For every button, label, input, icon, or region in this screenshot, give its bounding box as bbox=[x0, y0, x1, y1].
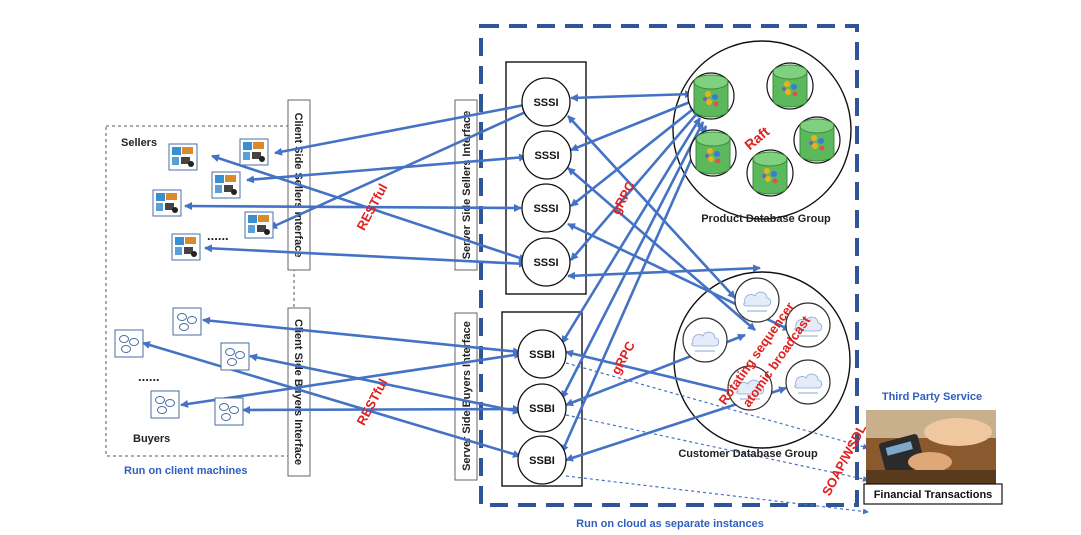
customer-db-node bbox=[682, 317, 728, 363]
buyer-icon bbox=[150, 390, 180, 419]
svg-text:SSBI: SSBI bbox=[529, 349, 555, 361]
product-db-node bbox=[766, 62, 814, 110]
sellers-ellipsis: ...... bbox=[207, 228, 229, 243]
buyer-icon bbox=[220, 342, 250, 371]
seller-icon bbox=[171, 233, 201, 261]
product-db-node bbox=[689, 129, 737, 177]
product-db-node bbox=[793, 116, 841, 164]
cloud-instances-caption: Run on cloud as separate instances bbox=[576, 518, 764, 530]
seller-icon bbox=[152, 189, 182, 217]
ssbi-node: SSBI bbox=[517, 383, 567, 433]
sellers-label: Sellers bbox=[121, 137, 157, 149]
client-machines-caption: Run on client machines bbox=[124, 465, 247, 477]
svg-text:SSSI: SSSI bbox=[533, 203, 558, 215]
seller-icon bbox=[168, 143, 198, 171]
seller-icon bbox=[211, 171, 241, 199]
server-sellers-interface-label: Server Side Sellers Interface bbox=[461, 111, 473, 260]
sssi-node: SSSI bbox=[521, 237, 571, 287]
financial-transactions-box bbox=[863, 483, 1003, 505]
seller-icon bbox=[239, 138, 269, 166]
product-db-node bbox=[746, 149, 794, 197]
svg-text:SSBI: SSBI bbox=[529, 455, 555, 467]
buyers-label: Buyers bbox=[133, 433, 170, 445]
svg-text:SSSI: SSSI bbox=[533, 257, 558, 269]
grpc-buyers-label: gRPC bbox=[608, 338, 638, 377]
customer-db-node bbox=[734, 277, 780, 323]
svg-text:SSSI: SSSI bbox=[534, 150, 559, 162]
grpc-sellers-label: gRPC bbox=[608, 178, 638, 217]
sssi-node: SSSI bbox=[521, 77, 571, 127]
buyer-icon bbox=[114, 329, 144, 358]
sssi-node: SSSI bbox=[521, 183, 571, 233]
sssi-node: SSSI bbox=[522, 130, 572, 180]
ssbi-node: SSBI bbox=[517, 435, 567, 485]
buyer-icon bbox=[214, 397, 244, 426]
third-party-service-label: Third Party Service bbox=[882, 391, 982, 403]
buyer-icon bbox=[172, 307, 202, 336]
svg-text:SSBI: SSBI bbox=[529, 403, 555, 415]
product-db-group-label: Product Database Group bbox=[701, 213, 831, 225]
svg-text:SSSI: SSSI bbox=[533, 97, 558, 109]
soap-wsdl-label: SOAP/WSDL bbox=[819, 422, 869, 499]
ssbi-node: SSBI bbox=[517, 329, 567, 379]
seller-icon bbox=[244, 211, 274, 239]
connection-arrows bbox=[142, 90, 791, 462]
financial-transactions-photo bbox=[866, 410, 996, 484]
client-boundary bbox=[105, 125, 295, 457]
soap-arrows bbox=[565, 362, 869, 515]
financial-transactions-label: Financial Transactions bbox=[874, 489, 993, 501]
buyers-ellipsis: ...... bbox=[138, 369, 160, 384]
restful-buyers-label: RESTful bbox=[354, 376, 391, 428]
server-buyers-interface-label: Server Side Buyers Interface bbox=[461, 321, 473, 471]
customer-db-group-label: Customer Database Group bbox=[678, 448, 818, 460]
customer-db-node bbox=[785, 359, 831, 405]
product-db-node bbox=[687, 72, 735, 120]
